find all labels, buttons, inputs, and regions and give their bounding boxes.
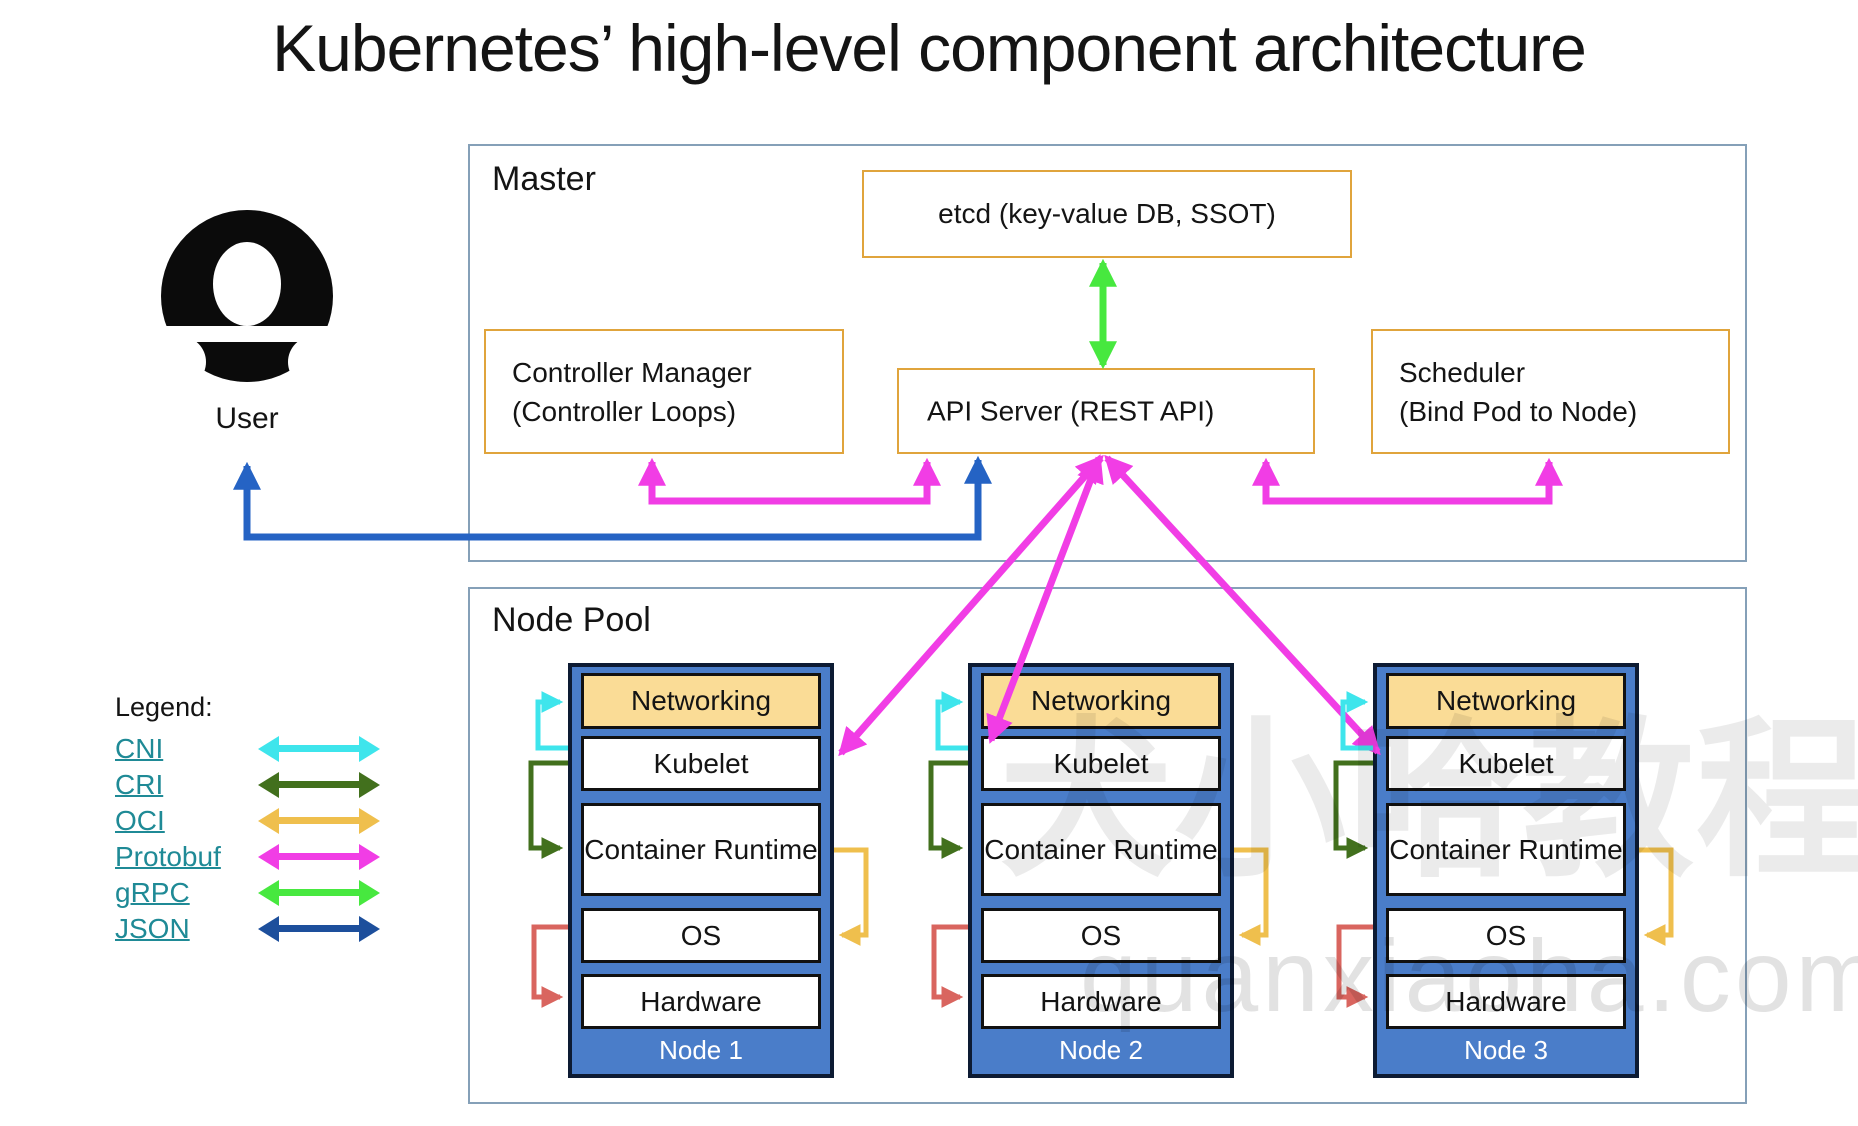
json-link[interactable]: JSON — [115, 913, 190, 944]
node1-hardware-cell: Hardware — [581, 974, 821, 1029]
legend: Legend: CNI CRI OCI Protobuf gRPC JSON — [115, 692, 405, 952]
scheduler-label: Scheduler — [1399, 356, 1526, 388]
node3-container-runtime-cell: Container Runtime — [1386, 803, 1626, 896]
node3-os-cell: OS — [1386, 908, 1626, 963]
node2-hardware-cell: Hardware — [981, 974, 1221, 1029]
node3-hardware-cell: Hardware — [1386, 974, 1626, 1029]
legend-row-cri: CRI — [115, 769, 405, 803]
cni-arrow-swatch — [258, 736, 380, 762]
oci-link[interactable]: OCI — [115, 805, 165, 836]
node1-name: Node 1 — [659, 1035, 743, 1065]
cri-link[interactable]: CRI — [115, 769, 164, 800]
grpc-link[interactable]: gRPC — [115, 877, 190, 908]
controller-manager-label: Controller Manager — [512, 356, 752, 388]
legend-row-oci: OCI — [115, 805, 405, 839]
node-3: Networking Kubelet Container Runtime OS … — [1373, 663, 1639, 1078]
node2-container-runtime-cell: Container Runtime — [981, 803, 1221, 896]
node-1: Networking Kubelet Container Runtime OS … — [568, 663, 834, 1078]
user-label: User — [215, 402, 279, 435]
legend-row-json: JSON — [115, 913, 405, 947]
node2-name: Node 2 — [1059, 1035, 1143, 1065]
legend-row-protobuf: Protobuf — [115, 841, 405, 875]
legend-title: Legend: — [115, 692, 213, 722]
protobuf-arrow-swatch — [258, 844, 380, 870]
controller-manager-sublabel: (Controller Loops) — [512, 395, 737, 427]
node3-networking-cell: Networking — [1386, 673, 1626, 729]
node3-name: Node 3 — [1464, 1035, 1548, 1065]
etcd-box: etcd (key-value DB, SSOT) — [862, 170, 1352, 258]
node-2: Networking Kubelet Container Runtime OS … — [968, 663, 1234, 1078]
api-server-box: API Server (REST API) — [897, 368, 1315, 454]
scheduler-sublabel: (Bind Pod to Node) — [1399, 395, 1638, 427]
node2-networking-cell: Networking — [981, 673, 1221, 729]
json-arrow-swatch — [258, 916, 380, 942]
controller-manager-box: Controller Manager (Controller Loops) — [484, 329, 844, 454]
user: User — [141, 190, 353, 450]
legend-row-grpc: gRPC — [115, 877, 405, 911]
cni-link[interactable]: CNI — [115, 733, 164, 764]
oci-arrow-swatch — [258, 808, 380, 834]
protobuf-link[interactable]: Protobuf — [115, 841, 221, 872]
node2-os-cell: OS — [981, 908, 1221, 963]
master-label: Master — [492, 160, 596, 198]
node3-kubelet-cell: Kubelet — [1386, 736, 1626, 791]
node1-kubelet-cell: Kubelet — [581, 736, 821, 791]
node1-container-runtime-cell: Container Runtime — [581, 803, 821, 896]
etcd-label: etcd (key-value DB, SSOT) — [938, 198, 1276, 229]
grpc-arrow-swatch — [258, 880, 380, 906]
scheduler-box: Scheduler (Bind Pod to Node) — [1371, 329, 1730, 454]
node1-networking-cell: Networking — [581, 673, 821, 729]
node-pool-label: Node Pool — [492, 601, 651, 639]
api-server-label: API Server (REST API) — [927, 395, 1215, 427]
cri-arrow-swatch — [258, 772, 380, 798]
page-title: Kubernetes’ high-level component archite… — [272, 11, 1587, 85]
legend-row-cni: CNI — [115, 733, 405, 767]
user-icon — [154, 210, 340, 388]
node1-os-cell: OS — [581, 908, 821, 963]
node2-kubelet-cell: Kubelet — [981, 736, 1221, 791]
